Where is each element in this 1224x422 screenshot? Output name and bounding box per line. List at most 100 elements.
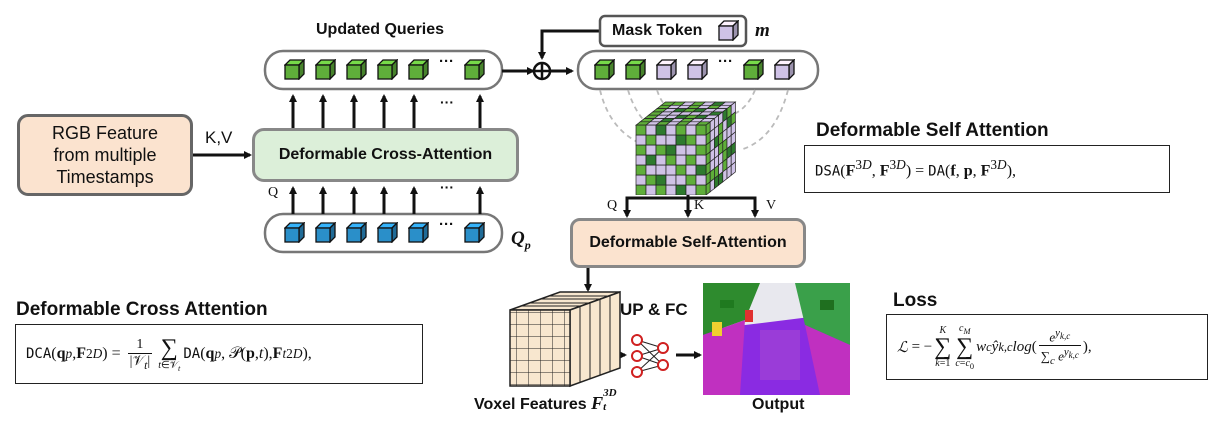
voxel-cell	[635, 184, 647, 196]
voxel-cell	[635, 144, 647, 156]
voxel-cell	[665, 124, 677, 136]
voxel-cell	[655, 164, 667, 176]
voxel-cell	[655, 174, 667, 186]
voxel-cell	[675, 154, 687, 166]
query-cube-icon	[463, 58, 486, 81]
cross-output-ellipsis: ···	[440, 94, 454, 110]
mask-token-arrow	[538, 29, 600, 60]
mask-symbol: m	[755, 20, 770, 41]
query-cube-icon	[773, 58, 796, 81]
deformable-cross-attention-label: Deformable Cross-Attention	[278, 146, 493, 163]
voxel-cell	[635, 134, 647, 146]
query-cube-icon	[655, 58, 678, 81]
voxel-cell	[635, 174, 647, 186]
query-cube-icon	[283, 58, 306, 81]
voxel-cell	[730, 161, 736, 177]
qp-subscript: p	[524, 237, 531, 252]
voxel-cell	[665, 154, 677, 166]
qp-symbol: Q	[511, 228, 525, 249]
mask-token-label: Mask Token	[612, 22, 703, 39]
voxel-cell	[665, 134, 677, 146]
voxel-cell	[635, 164, 647, 176]
voxel-cell	[665, 144, 677, 156]
qp-label: Qp	[511, 228, 531, 253]
voxel-cell	[695, 124, 707, 136]
voxel-cell	[675, 184, 687, 196]
output-image	[703, 283, 850, 395]
dsa-k-label: K	[694, 198, 705, 213]
query-cube-icon	[463, 221, 486, 244]
voxel-cell	[665, 164, 677, 176]
mask-token-box	[598, 14, 748, 48]
query-input-arrows	[289, 186, 484, 214]
voxel-cell	[645, 154, 657, 166]
voxel-cell	[695, 154, 707, 166]
voxel-symbol: F 3D t	[591, 387, 617, 413]
voxel-cell	[645, 164, 657, 176]
voxel-cell	[685, 124, 697, 136]
query-cube-icon	[593, 58, 616, 81]
dsa-q-label: Q	[607, 198, 618, 213]
self-attention-title: Deformable Self Attention	[816, 120, 1049, 141]
voxel-cell	[645, 184, 657, 196]
query-cube-icon	[314, 58, 337, 81]
deformable-self-attention-label: Deformable Self-Attention	[589, 234, 787, 251]
cross-attention-title: Deformable Cross Attention	[16, 299, 268, 320]
neural-network-icon	[631, 334, 669, 378]
voxel-sup: 3D	[603, 387, 617, 399]
query-cube-icon	[314, 221, 337, 244]
voxel-cell	[645, 124, 657, 136]
output-label: Output	[752, 396, 805, 413]
voxel-cell	[685, 144, 697, 156]
deformable-cross-attention-block: Deformable Cross-Attention	[252, 128, 519, 182]
voxel-cell	[675, 164, 687, 176]
queries-ellipsis: ···	[439, 53, 454, 70]
voxel-cell	[695, 184, 707, 196]
voxel-cell	[665, 174, 677, 186]
dsa-equation-box: DSA(F3D, F3D) = DA(f, p, F3D),	[804, 145, 1170, 193]
input-query-cubes: ···	[283, 217, 486, 244]
voxel-cell	[655, 154, 667, 166]
queries-ellipsis: ···	[439, 216, 454, 233]
voxel-cell	[635, 124, 647, 136]
kv-label: K,V	[205, 128, 233, 147]
loss-title: Loss	[893, 290, 938, 311]
voxel-cell	[655, 144, 667, 156]
rgb-feature-label: RGB Feature from multiple Timestamps	[51, 123, 159, 187]
q-label-cross: Q	[268, 185, 279, 200]
voxel-cell	[645, 174, 657, 186]
voxel-cell	[655, 124, 667, 136]
voxel-cell	[675, 134, 687, 146]
voxel-features-label: Voxel Features F 3D t	[474, 387, 621, 414]
voxel-cell	[645, 144, 657, 156]
voxel-feature-block	[509, 290, 621, 388]
deformable-self-attention-block: Deformable Self-Attention	[570, 218, 806, 268]
query-cube-icon	[624, 58, 647, 81]
voxel-cell	[685, 184, 697, 196]
voxel-cell	[685, 134, 697, 146]
voxel-sub: t	[603, 401, 607, 413]
updated-query-cubes: ···	[283, 54, 486, 81]
plus-icon	[532, 61, 552, 81]
query-cube-icon	[407, 221, 430, 244]
query-cube-icon	[686, 58, 709, 81]
cross-input-ellipsis: ···	[440, 179, 454, 195]
query-cube-icon	[376, 58, 399, 81]
mask-token-cube-icon	[717, 19, 740, 42]
voxel-features-text: Voxel Features	[474, 396, 587, 413]
query-cube-icon	[407, 58, 430, 81]
voxel-cell	[695, 144, 707, 156]
voxel-cell	[635, 154, 647, 166]
voxel-cell	[675, 124, 687, 136]
voxel-cell	[685, 164, 697, 176]
voxel-cell	[695, 134, 707, 146]
query-voxel-cube	[628, 100, 758, 200]
dsa-equation: DSA(F3D, F3D) = DA(f, p, F3D),	[815, 157, 1017, 180]
query-cube-icon	[345, 221, 368, 244]
queries-ellipsis: ···	[718, 53, 733, 70]
voxel-cell	[675, 144, 687, 156]
